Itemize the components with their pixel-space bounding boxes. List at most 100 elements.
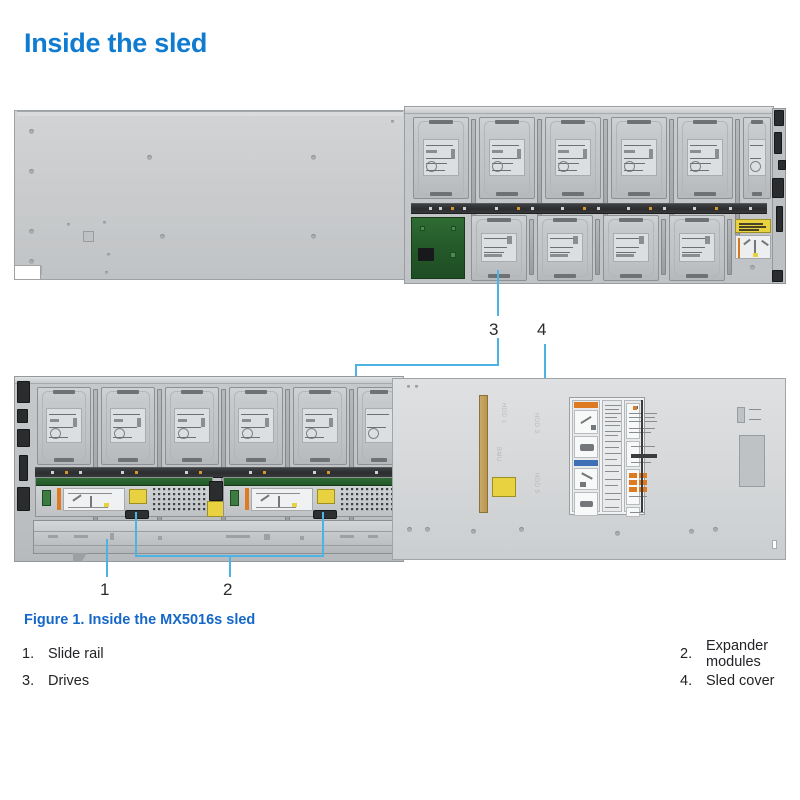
drive-label: [554, 138, 592, 176]
drive-label: [110, 407, 146, 443]
drive-label: [748, 138, 766, 176]
drive-handle: [627, 120, 651, 124]
drive-handle: [116, 390, 140, 394]
drive-handle: [429, 120, 453, 124]
callout-3-leader-up: [497, 270, 499, 316]
drive[interactable]: [479, 117, 535, 199]
callout-3-leader-horizontal: [355, 364, 499, 366]
cover-tab: [83, 231, 94, 242]
drive-foot: [620, 274, 642, 278]
screw: [67, 223, 70, 226]
drive-backplane: [35, 467, 403, 478]
drive[interactable]: [471, 215, 527, 281]
screw: [29, 169, 34, 174]
screw: [29, 129, 34, 134]
drive-foot: [430, 192, 452, 196]
drive[interactable]: [545, 117, 601, 199]
sled-foot: [73, 553, 87, 562]
front-connector: [19, 455, 28, 481]
cage-rail: [405, 107, 773, 114]
drive-label: [686, 138, 724, 176]
screw: [29, 229, 34, 234]
expander-label: [63, 488, 125, 511]
screw: [519, 527, 524, 532]
front-connector: [17, 409, 28, 423]
drive-foot: [117, 458, 139, 462]
legend-number: 4.: [680, 672, 693, 689]
drive[interactable]: [677, 117, 733, 199]
drive[interactable]: [229, 387, 283, 465]
drive[interactable]: [743, 117, 771, 199]
expander-yellow-label: [129, 489, 147, 504]
legend-item-3: 3. Drives: [22, 667, 400, 694]
expander-vent-grille: [153, 488, 206, 511]
screw: [103, 221, 106, 224]
orange-marker: [245, 488, 249, 510]
drive-latch[interactable]: [529, 219, 534, 275]
legend-label: Sled cover: [706, 672, 775, 689]
expander-pcb: [224, 478, 400, 486]
rear-connector: [778, 160, 786, 170]
legend-label: Expander modules: [706, 637, 769, 670]
screw: [311, 234, 316, 239]
rear-connector: [772, 270, 783, 282]
legend-number: 3.: [22, 672, 35, 689]
rear-connector: [774, 132, 782, 154]
expander-module[interactable]: [35, 477, 213, 519]
drive[interactable]: [165, 387, 219, 465]
screw: [160, 234, 165, 239]
drive-label: [174, 407, 210, 443]
callout-2-leader-left: [135, 512, 137, 556]
drive-handle: [693, 120, 717, 124]
center-connector: [209, 481, 223, 501]
drive-label: [302, 407, 338, 443]
expander-handle[interactable]: [313, 510, 337, 519]
drive-handle: [685, 218, 709, 222]
drive-foot: [686, 274, 708, 278]
screw: [105, 271, 108, 274]
front-connector: [17, 429, 30, 447]
drive[interactable]: [669, 215, 725, 281]
service-instruction-label: [569, 397, 657, 517]
drive-latch[interactable]: [661, 219, 666, 275]
expander-board: [411, 217, 465, 279]
screw: [713, 527, 718, 532]
callout-number-2: 2: [223, 580, 233, 599]
drive[interactable]: [413, 117, 469, 199]
svc-illustration-column: [572, 400, 600, 516]
drive-foot: [751, 192, 763, 196]
screw: [750, 265, 755, 270]
front-connector: [17, 487, 30, 511]
drive-handle: [751, 120, 763, 124]
drive[interactable]: [37, 387, 91, 465]
drive-label: [422, 138, 460, 176]
expander-handle[interactable]: [125, 510, 149, 519]
drive-latch[interactable]: [727, 219, 732, 275]
expander-yellow-label: [317, 489, 335, 504]
sled-cover-panel-top: [14, 110, 404, 280]
page-title: Inside the sled: [24, 28, 208, 58]
drive[interactable]: [101, 387, 155, 465]
sled-cover-panel-bottom: HDD 1 HDD 3 HDD 5 BMU: [392, 378, 786, 560]
caution-label: [735, 219, 771, 233]
drive-handle: [369, 390, 389, 394]
cover-slot: [772, 540, 777, 549]
drive[interactable]: [537, 215, 593, 281]
drive[interactable]: [293, 387, 347, 465]
screw: [425, 527, 430, 532]
drive[interactable]: [611, 117, 667, 199]
expander-vent-grille: [341, 488, 394, 511]
drive-foot: [370, 458, 388, 462]
cover-ghost-marking: HDD 1: [500, 403, 506, 424]
drive-label: [364, 407, 394, 443]
drive[interactable]: [603, 215, 659, 281]
callout-2-leader-stem: [229, 555, 231, 577]
expander-module[interactable]: [223, 477, 401, 519]
drive-backplane: [411, 203, 767, 214]
screw: [311, 155, 316, 160]
drive-foot: [245, 458, 267, 462]
callout-number-1: 1: [100, 580, 110, 599]
screw: [391, 120, 394, 123]
drive-label: [612, 232, 650, 263]
drive-latch[interactable]: [595, 219, 600, 275]
